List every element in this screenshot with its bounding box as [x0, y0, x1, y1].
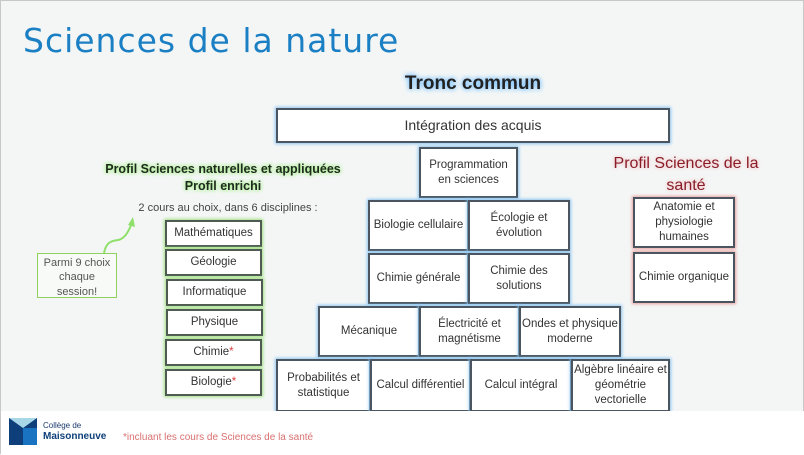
page-title: Sciences de la nature [23, 21, 400, 60]
discipline-physique: Physique [166, 309, 263, 336]
course-calcul-differentiel: Calcul différentiel [370, 359, 471, 412]
college-logo-icon [9, 418, 37, 445]
discipline-mathematiques: Mathématiques [165, 220, 262, 247]
course-probabilites: Probabilités et statistique [276, 359, 371, 412]
discipline-informatique: Informatique [166, 279, 263, 306]
course-biologie-cellulaire: Biologie cellulaire [368, 200, 469, 251]
course-chimie-generale: Chimie générale [368, 253, 469, 304]
profil-sante-title: Profil Sciences de la santé [613, 155, 759, 194]
profil-enrichi-title: Profil enrichi [184, 179, 262, 193]
tronc-commun-heading: Tronc commun [404, 73, 542, 94]
course-anatomie: Anatomie et physiologie humaines [633, 197, 735, 248]
discipline-label: Chimie [193, 346, 230, 359]
profil-snap-title: Profil Sciences naturelles et appliquées [105, 162, 341, 176]
footer-note: *incluant les cours de Sciences de la sa… [123, 432, 314, 443]
profil-snap-subtitle: 2 cours au choix, dans 6 disciplines : [138, 202, 318, 214]
arrow-icon [103, 217, 135, 254]
course-mecanique: Mécanique [318, 306, 420, 357]
discipline-label: Biologie [190, 376, 232, 389]
asterisk: * [231, 376, 237, 389]
logo-line2: Maisonneuve [43, 431, 107, 442]
course-ondes: Ondes et physique moderne [519, 306, 621, 357]
course-calcul-integral: Calcul intégral [470, 359, 572, 412]
course-integration: Intégration des acquis [276, 108, 670, 143]
callout-choices: Parmi 9 choix chaque session! [37, 253, 117, 298]
footer [1, 411, 804, 455]
course-ecologie: Écologie et évolution [468, 200, 570, 251]
discipline-biologie: Biologie* [165, 369, 262, 396]
logo-line1: Collège de [43, 421, 82, 430]
course-electricite: Électricité et magnétisme [419, 306, 520, 357]
discipline-chimie: Chimie* [165, 339, 262, 366]
asterisk: * [229, 346, 234, 359]
course-algebre: Algèbre linéaire et géométrie vectoriell… [571, 359, 670, 412]
course-chimie-organique: Chimie organique [633, 252, 735, 303]
discipline-geologie: Géologie [165, 249, 262, 276]
course-chimie-solutions: Chimie des solutions [468, 253, 570, 304]
course-programmation: Programmation en sciences [419, 147, 518, 198]
